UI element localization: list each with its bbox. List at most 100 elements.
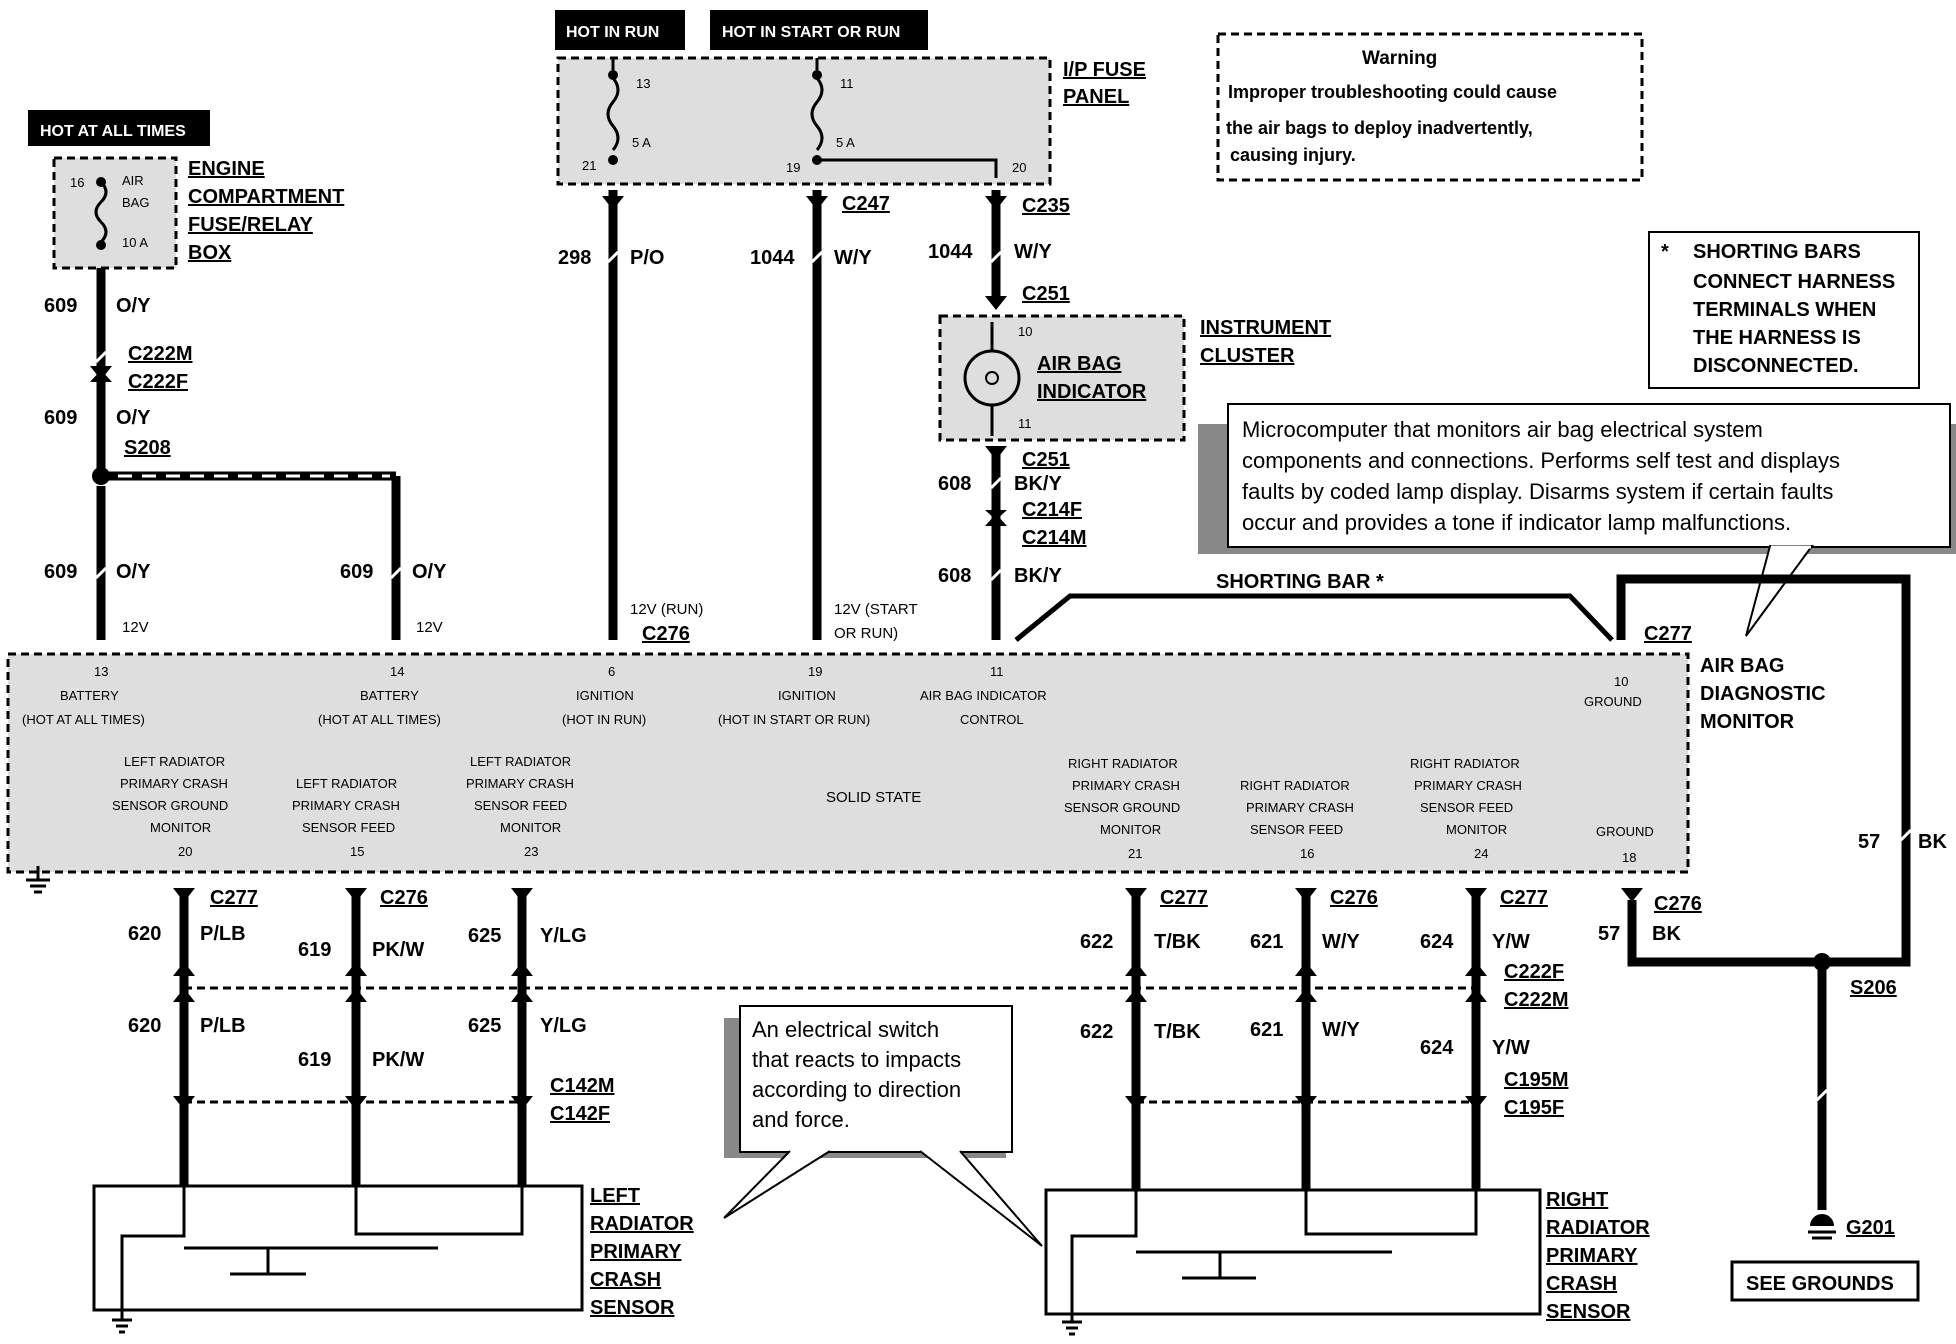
svg-text:PK/W: PK/W xyxy=(372,939,424,961)
svg-text:MONITOR: MONITOR xyxy=(150,820,211,835)
svg-text:57: 57 xyxy=(1858,831,1880,853)
svg-text:P/LB: P/LB xyxy=(200,1015,246,1037)
svg-text:C195F: C195F xyxy=(1504,1097,1564,1119)
svg-text:SHORTING BARS: SHORTING BARS xyxy=(1693,241,1861,263)
ip-fuse-panel-label-2: PANEL xyxy=(1063,86,1129,108)
svg-text:20: 20 xyxy=(178,844,192,859)
svg-text:298: 298 xyxy=(558,247,591,269)
svg-text:Warning: Warning xyxy=(1362,48,1437,69)
svg-text:SHORTING BAR *: SHORTING BAR * xyxy=(1216,571,1384,593)
svg-text:W/Y: W/Y xyxy=(1322,1019,1360,1041)
svg-text:AIR: AIR xyxy=(122,173,144,188)
svg-text:1044: 1044 xyxy=(928,241,973,263)
svg-text:BOX: BOX xyxy=(188,242,232,264)
svg-text:12V: 12V xyxy=(416,619,443,636)
svg-text:C222M: C222M xyxy=(1504,989,1568,1011)
svg-text:BK: BK xyxy=(1918,831,1947,853)
svg-text:PRIMARY CRASH: PRIMARY CRASH xyxy=(1246,800,1354,815)
svg-text:BAG: BAG xyxy=(122,195,149,210)
left-sensor-label: LEFT RADIATOR PRIMARY CRASH SENSOR xyxy=(590,1185,694,1319)
svg-text:BK: BK xyxy=(1652,923,1681,945)
svg-text:Y/LG: Y/LG xyxy=(540,925,587,947)
svg-text:PRIMARY CRASH: PRIMARY CRASH xyxy=(120,776,228,791)
svg-text:OR RUN): OR RUN) xyxy=(834,625,898,642)
ground-symbol-monitor xyxy=(26,866,50,894)
svg-text:MONITOR: MONITOR xyxy=(500,820,561,835)
svg-text:An electrical switch: An electrical switch xyxy=(752,1017,939,1042)
monitor-label-3: MONITOR xyxy=(1700,711,1795,733)
engine-fuse-box-label: ENGINE COMPARTMENT FUSE/RELAY BOX xyxy=(188,158,344,264)
svg-text:SENSOR GROUND: SENSOR GROUND xyxy=(1064,800,1180,815)
monitor-top-pins: 13 BATTERY (HOT AT ALL TIMES) 14 BATTERY… xyxy=(22,664,1642,727)
svg-text:624: 624 xyxy=(1420,931,1454,953)
svg-text:SENSOR FEED: SENSOR FEED xyxy=(1420,800,1513,815)
svg-text:C277: C277 xyxy=(1160,887,1208,909)
svg-text:PRIMARY CRASH: PRIMARY CRASH xyxy=(292,798,400,813)
svg-text:according to direction: according to direction xyxy=(752,1077,961,1102)
svg-text:13: 13 xyxy=(636,76,650,91)
svg-text:occur and provides a tone if i: occur and provides a tone if indicator l… xyxy=(1242,510,1791,535)
svg-text:608: 608 xyxy=(938,565,971,587)
svg-text:CONNECT HARNESS: CONNECT HARNESS xyxy=(1693,271,1895,293)
svg-text:Y/W: Y/W xyxy=(1492,1037,1530,1059)
wire-labels: 609 O/Y C222M C222F 609 O/Y S208 609 O/Y… xyxy=(44,193,1947,1125)
svg-text:FUSE/RELAY: FUSE/RELAY xyxy=(188,214,314,236)
svg-text:6: 6 xyxy=(608,664,615,679)
svg-text:PK/W: PK/W xyxy=(372,1049,424,1071)
diagnostic-monitor: SOLID STATE xyxy=(6,652,1690,894)
switch-callout: An electrical switch that reacts to impa… xyxy=(723,1005,1043,1247)
svg-text:P/O: P/O xyxy=(630,247,664,269)
svg-text:HOT AT ALL TIMES: HOT AT ALL TIMES xyxy=(40,123,186,140)
svg-text:CRASH: CRASH xyxy=(590,1269,661,1291)
svg-text:C222M: C222M xyxy=(128,343,192,365)
svg-text:G201: G201 xyxy=(1846,1217,1895,1239)
svg-text:GROUND: GROUND xyxy=(1584,694,1642,709)
svg-text:621: 621 xyxy=(1250,931,1283,953)
svg-text:(HOT IN START OR RUN): (HOT IN START OR RUN) xyxy=(718,712,870,727)
svg-text:SEE GROUNDS: SEE GROUNDS xyxy=(1746,1273,1894,1295)
shorting-bars-note: * SHORTING BARS CONNECT HARNESS TERMINAL… xyxy=(1648,231,1920,389)
svg-text:SENSOR FEED: SENSOR FEED xyxy=(1250,822,1343,837)
svg-text:609: 609 xyxy=(44,561,77,583)
svg-text:609: 609 xyxy=(340,561,373,583)
svg-text:BK/Y: BK/Y xyxy=(1014,473,1062,495)
svg-text:W/Y: W/Y xyxy=(1014,241,1052,263)
svg-text:13: 13 xyxy=(94,664,108,679)
svg-text:IGNITION: IGNITION xyxy=(778,688,836,703)
svg-text:23: 23 xyxy=(524,844,538,859)
wiring-bottom xyxy=(173,888,1643,1190)
svg-text:BK/Y: BK/Y xyxy=(1014,565,1062,587)
svg-text:C276: C276 xyxy=(1654,893,1702,915)
svg-text:LEFT RADIATOR: LEFT RADIATOR xyxy=(296,776,397,791)
svg-text:C195M: C195M xyxy=(1504,1069,1568,1091)
svg-text:RIGHT RADIATOR: RIGHT RADIATOR xyxy=(1068,756,1178,771)
svg-text:620: 620 xyxy=(128,923,161,945)
svg-text:14: 14 xyxy=(390,664,404,679)
hot-at-all-times-tag: HOT AT ALL TIMES xyxy=(28,110,210,146)
svg-text:12V (START: 12V (START xyxy=(834,601,918,618)
svg-text:causing injury.: causing injury. xyxy=(1230,145,1356,165)
svg-text:Y/LG: Y/LG xyxy=(540,1015,587,1037)
svg-text:SOLID STATE: SOLID STATE xyxy=(826,789,921,806)
svg-text:S208: S208 xyxy=(124,437,171,459)
hot-in-start-or-run-tag: HOT IN START OR RUN xyxy=(710,10,928,50)
svg-text:10: 10 xyxy=(1018,324,1032,339)
svg-text:5 A: 5 A xyxy=(632,135,651,150)
svg-text:MONITOR: MONITOR xyxy=(1100,822,1161,837)
svg-text:PRIMARY CRASH: PRIMARY CRASH xyxy=(466,776,574,791)
svg-text:16: 16 xyxy=(70,175,84,190)
svg-text:MONITOR: MONITOR xyxy=(1446,822,1507,837)
svg-text:1044: 1044 xyxy=(750,247,795,269)
svg-text:GROUND: GROUND xyxy=(1596,824,1654,839)
svg-text:PRIMARY: PRIMARY xyxy=(1546,1245,1638,1267)
svg-text:19: 19 xyxy=(786,160,800,175)
svg-text:SENSOR GROUND: SENSOR GROUND xyxy=(112,798,228,813)
right-crash-sensor xyxy=(1044,1188,1542,1336)
svg-text:that reacts to impacts: that reacts to impacts xyxy=(752,1047,961,1072)
svg-text:W/Y: W/Y xyxy=(834,247,872,269)
svg-text:PRIMARY: PRIMARY xyxy=(590,1241,682,1263)
svg-text:SENSOR: SENSOR xyxy=(590,1297,675,1319)
svg-text:O/Y: O/Y xyxy=(116,295,151,317)
svg-text:C247: C247 xyxy=(842,193,890,215)
instrument-cluster-label: INSTRUMENT xyxy=(1200,317,1331,339)
